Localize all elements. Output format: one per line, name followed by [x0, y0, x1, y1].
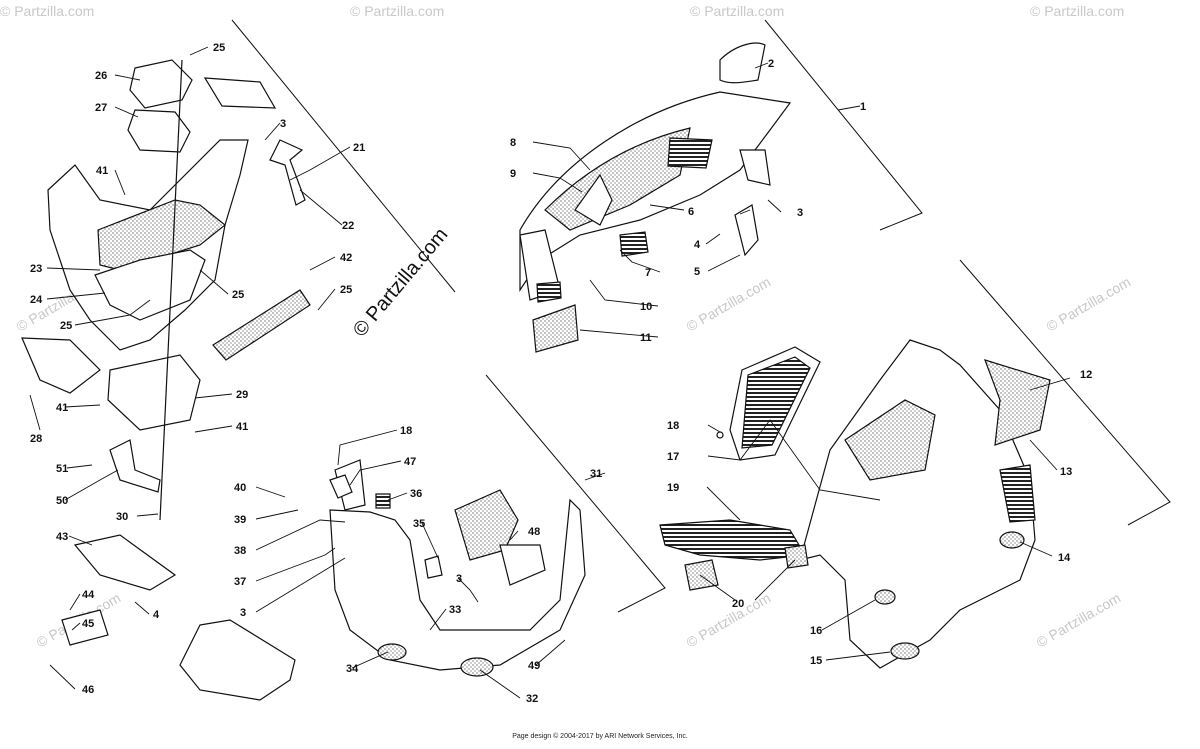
callout-40: 40	[234, 482, 246, 494]
callout-44: 44	[82, 589, 95, 601]
callout-11: 11	[640, 332, 652, 344]
watermark: © Partzilla.com	[1044, 274, 1134, 335]
callout-25: 25	[213, 42, 225, 54]
callout-25: 25	[60, 320, 72, 332]
callout-51: 51	[56, 463, 68, 475]
callout-12: 12	[1080, 369, 1092, 381]
callout-47: 47	[404, 456, 416, 468]
watermark-main: © Partzilla.com	[349, 224, 452, 341]
callout-41: 41	[96, 165, 108, 177]
callout-3: 3	[456, 573, 462, 585]
callout-3: 3	[280, 118, 286, 130]
callout-23: 23	[30, 263, 42, 275]
callout-21: 21	[353, 142, 365, 154]
callout-41: 41	[56, 402, 68, 414]
callout-32: 32	[526, 693, 538, 705]
callout-31: 31	[590, 468, 602, 480]
callout-39: 39	[234, 514, 246, 526]
callout-3: 3	[240, 607, 246, 619]
callout-43: 43	[56, 531, 68, 543]
watermark: © Partzilla.com	[1034, 590, 1124, 651]
callout-20: 20	[732, 598, 744, 610]
callout-35: 35	[413, 518, 425, 530]
callout-3: 3	[797, 207, 803, 219]
callout-17: 17	[667, 451, 679, 463]
callout-18: 18	[400, 425, 412, 437]
callout-4: 4	[694, 239, 701, 251]
callout-25: 25	[232, 289, 244, 301]
callout-22: 22	[342, 220, 354, 232]
footer-copyright: Page design © 2004-2017 by ARI Network S…	[512, 733, 688, 740]
callout-10: 10	[640, 301, 652, 313]
callout-19: 19	[667, 482, 679, 494]
callout-9: 9	[510, 168, 516, 180]
leader-lines	[29, 46, 1071, 699]
callout-13: 13	[1060, 466, 1072, 478]
callout-8: 8	[510, 137, 516, 149]
watermark: © Partzilla.com	[684, 590, 774, 651]
callout-4: 4	[153, 609, 160, 621]
callout-37: 37	[234, 576, 246, 588]
callout-29: 29	[236, 389, 248, 401]
callout-46: 46	[82, 684, 94, 696]
callout-labels: 2 1 8 9 6 3 4 7 5 10 11 12 13 14 16 15 1…	[30, 42, 1092, 705]
callout-45: 45	[82, 618, 94, 630]
callout-49: 49	[528, 660, 540, 672]
callout-33: 33	[449, 604, 461, 616]
callout-14: 14	[1058, 552, 1071, 564]
callout-50: 50	[56, 495, 68, 507]
callout-27: 27	[95, 102, 107, 114]
callout-15: 15	[810, 655, 822, 667]
callout-24: 24	[30, 294, 43, 306]
callout-34: 34	[346, 663, 359, 675]
watermark: © Partzilla.com	[1030, 3, 1124, 19]
watermark: © Partzilla.com	[350, 3, 444, 19]
callout-16: 16	[810, 625, 822, 637]
assembly-brackets	[231, 19, 1171, 613]
callout-48: 48	[528, 526, 540, 538]
callout-36: 36	[410, 488, 422, 500]
callout-2: 2	[768, 58, 774, 70]
callout-26: 26	[95, 70, 107, 82]
front-frame-part	[21, 59, 311, 701]
callout-7: 7	[645, 267, 651, 279]
callout-6: 6	[688, 206, 694, 218]
watermark: © Partzilla.com	[684, 274, 774, 335]
lower-pan-part	[329, 459, 586, 677]
watermark: © Partzilla.com	[690, 3, 784, 19]
watermark: © Partzilla.com	[0, 3, 94, 19]
callout-30: 30	[116, 511, 128, 523]
callout-18: 18	[667, 420, 679, 432]
callout-25: 25	[340, 284, 352, 296]
callout-41: 41	[236, 421, 248, 433]
callout-1: 1	[860, 101, 866, 113]
callout-38: 38	[234, 545, 246, 557]
hood-upper-part	[519, 42, 792, 353]
callout-5: 5	[694, 266, 700, 278]
callout-28: 28	[30, 433, 42, 445]
callout-42: 42	[340, 252, 352, 264]
